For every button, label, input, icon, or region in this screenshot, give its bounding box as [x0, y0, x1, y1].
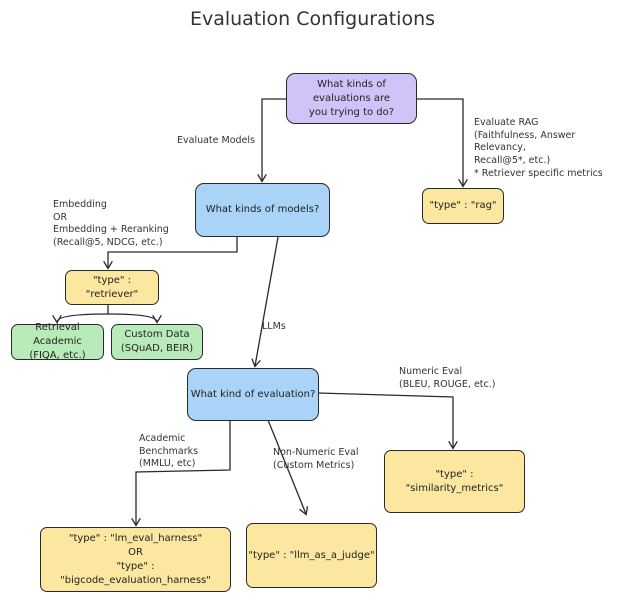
question-evaluations-node: What kinds of evaluations are you trying…: [286, 73, 417, 124]
edge-non-numeric: [267, 419, 306, 514]
edge-evaluate-models: [262, 98, 288, 181]
edge-numeric-eval: [317, 392, 453, 448]
label-evaluate-models: Evaluate Models: [177, 135, 255, 146]
retrieval-academic-node: Retrieval Academic (FIQA, etc.): [11, 322, 104, 361]
edge-custom-data: [107, 313, 157, 322]
type-retriever-node: "type" : "retriever": [65, 270, 159, 305]
label-evaluate-rag: Evaluate RAG (Faithfulness, Answer Relev…: [474, 117, 576, 166]
question-models-node: What kinds of models?: [195, 183, 330, 237]
label-llms: LLMs: [262, 321, 286, 332]
custom-data-node: Custom Data (SQuAD, BEIR): [111, 324, 203, 360]
type-lm-eval-node: "type" : "lm_eval_harness" OR "type" : "…: [40, 527, 231, 592]
edge-llms: [255, 236, 279, 366]
label-retriever-note: * Retriever specific metrics: [474, 168, 603, 179]
edge-retrieval-academic: [57, 313, 109, 322]
label-academic-benchmarks: Academic Benchmarks (MMLU, etc): [139, 433, 199, 469]
edge-evaluate-rag: [416, 98, 463, 186]
edge-embedding: [108, 237, 238, 268]
edge-academic: [136, 420, 231, 525]
question-evaluation-node: What kind of evaluation?: [187, 368, 319, 421]
label-numeric-eval: Numeric Eval (BLEU, ROUGE, etc.): [399, 366, 496, 390]
type-llm-judge-node: "type" : "llm_as_a_judge": [246, 523, 377, 588]
type-similarity-node: "type" : "similarity_metrics": [384, 450, 525, 513]
diagram-title: Evaluation Configurations: [189, 8, 436, 30]
label-embedding: Embedding OR Embedding + Reranking (Reca…: [53, 199, 169, 248]
type-rag-node: "type" : "rag": [422, 188, 504, 224]
label-non-numeric-eval: Non-Numeric Eval (Custom Metrics): [273, 447, 359, 471]
